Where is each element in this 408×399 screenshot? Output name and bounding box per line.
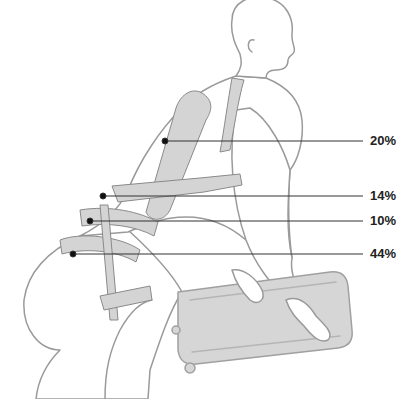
leader-dot [70,251,76,257]
suitcase-seam [190,282,340,352]
chest-belt [112,174,242,202]
leader-line [165,141,363,142]
percentage-label: 14% [370,188,396,204]
leader-line [73,254,363,255]
suitcase-wheel [185,363,195,373]
percentage-label: 10% [370,213,396,229]
pelvis-pad [60,236,140,262]
suitcase [178,272,352,364]
head [232,0,295,78]
leader-dot [162,138,168,144]
suitcase-wheel [172,326,180,334]
back-plate [146,91,211,219]
hand [232,270,263,303]
hip-belt [80,208,158,236]
ear [248,40,254,52]
leader-dot [87,218,93,224]
leader-line [90,221,363,222]
hand [286,299,330,341]
leader-line [103,196,363,197]
thigh-cuff [100,286,152,310]
percentage-label: 20% [370,133,396,149]
leader-dot [100,193,106,199]
percentage-label: 44% [370,246,396,262]
back-leg [24,230,182,399]
